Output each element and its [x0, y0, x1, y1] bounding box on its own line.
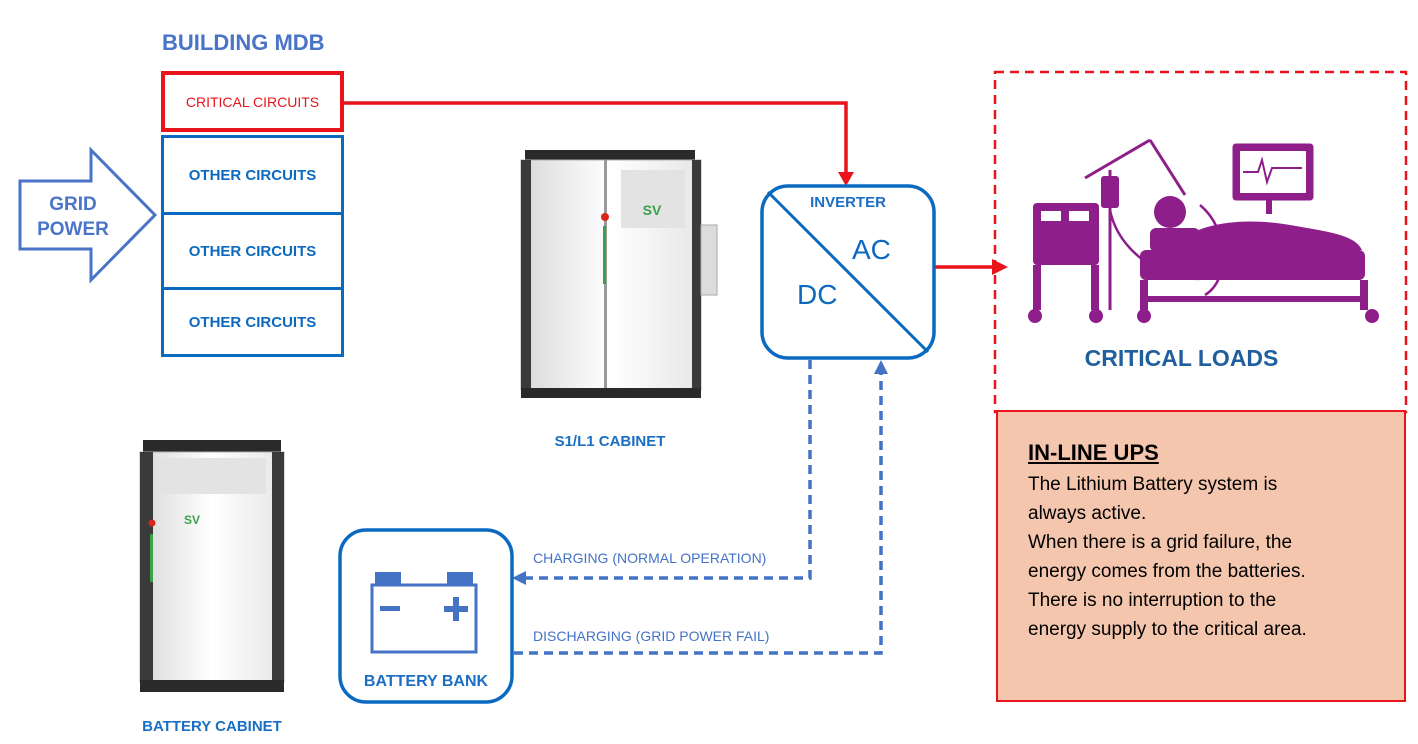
inverter-title: INVERTER — [810, 194, 886, 211]
discharging-arrowhead — [874, 360, 888, 374]
battery-bank-label: BATTERY BANK — [363, 673, 489, 690]
other-circuits-box-3: OTHER CIRCUITS — [161, 287, 344, 357]
s1-cabinet-label: S1/L1 CABINET — [554, 433, 666, 450]
ups-title: IN-LINE UPS — [1028, 440, 1159, 465]
charging-line — [522, 360, 812, 580]
other-circuits-label: OTHER CIRCUITS — [188, 242, 317, 260]
inverter-diagonal — [766, 190, 930, 354]
other-circuits-box-1: OTHER CIRCUITS — [161, 135, 344, 215]
discharging-label: DISCHARGING (GRID POWER FAIL) — [533, 628, 770, 644]
battery-cabinet-image: SV — [139, 440, 285, 692]
critical-circuits-label: CRITICAL CIRCUITS — [185, 93, 320, 110]
other-circuits-box-2: OTHER CIRCUITS — [161, 212, 344, 290]
s1-cabinet-image: SV — [520, 150, 718, 398]
grid-power-label: GRID POWER — [18, 192, 128, 242]
discharging-line — [514, 372, 883, 655]
battery-cabinet-label: BATTERY CABINET — [142, 718, 282, 735]
critical-circuits-box: CRITICAL CIRCUITS — [161, 71, 344, 132]
inverter-ac-label: AC — [852, 234, 891, 265]
battery-icon — [370, 572, 478, 654]
mdb-title: BUILDING MDB — [162, 30, 325, 55]
hospital-bed-icon — [1028, 138, 1379, 323]
ups-info-panel: IN-LINE UPS The Lithium Battery system i… — [996, 410, 1406, 702]
charging-label: CHARGING (NORMAL OPERATION) — [533, 550, 767, 566]
other-circuits-label: OTHER CIRCUITS — [188, 166, 317, 184]
critical-feed-arrowhead — [838, 172, 854, 186]
grid-label-line1: GRID — [49, 194, 97, 215]
grid-label-line2: POWER — [37, 219, 109, 240]
critical-loads-label: CRITICAL LOADS — [1084, 345, 1279, 371]
ups-description: The Lithium Battery system is always act… — [1028, 474, 1307, 640]
charging-arrowhead — [512, 571, 526, 585]
critical-feed-line — [344, 101, 848, 175]
grid-power-arrow — [18, 146, 158, 284]
svg-text:SV: SV — [184, 513, 200, 527]
inverter-dc-label: DC — [797, 279, 838, 310]
svg-text:SV: SV — [643, 202, 662, 218]
other-circuits-label: OTHER CIRCUITS — [188, 313, 317, 331]
